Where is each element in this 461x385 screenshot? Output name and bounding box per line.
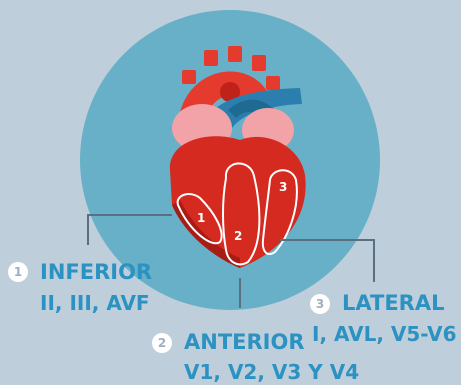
lateral-leads: I, AVL, V5-V6	[312, 324, 457, 344]
region-2-marker: 2	[234, 229, 242, 243]
lateral-number-badge: 3	[310, 294, 330, 314]
inferior-number-badge: 1	[8, 262, 28, 282]
region-1-marker: 1	[197, 211, 205, 225]
inferior-leads: II, III, AVF	[40, 293, 150, 313]
anterior-leads: V1, V2, V3 Y V4	[184, 362, 359, 382]
inferior-title: INFERIOR	[40, 262, 152, 283]
anterior-title: ANTERIOR	[184, 332, 305, 353]
region-3-marker: 3	[279, 180, 287, 194]
anterior-number-badge: 2	[152, 333, 172, 353]
lateral-title: LATERAL	[342, 293, 444, 314]
